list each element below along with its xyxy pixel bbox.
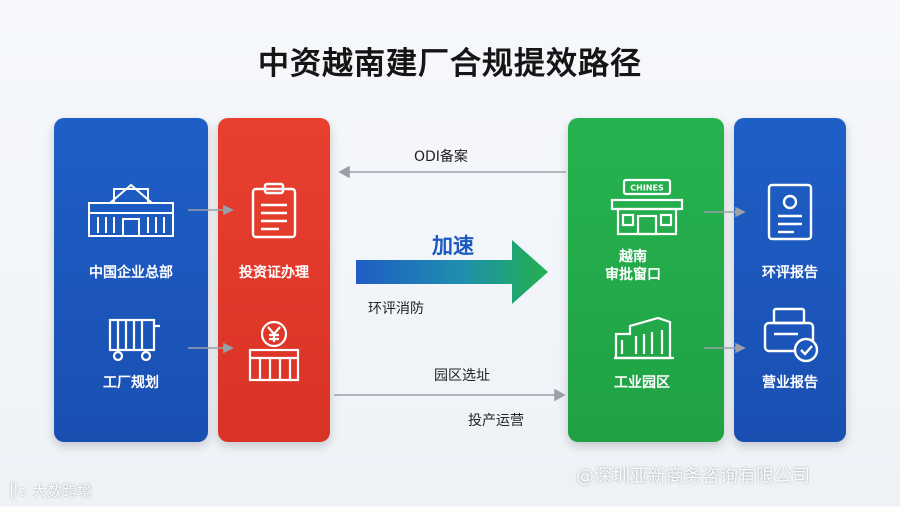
accelerate-arrow [356,240,548,304]
panel-china-headquarters [54,118,208,442]
label-vietnam-line2: 审批窗口 [605,267,661,283]
storefront-sign-text: CHINES [630,184,664,193]
flow-label-park-site: 园区选址 [434,368,490,384]
building-icon [88,183,174,237]
panel-vietnam-approval [568,118,724,442]
label-china-headquarters: 中国企业总部 [89,265,173,281]
small-arrow-factory-to-coin [188,342,234,354]
label-vietnam-line1: 越南 [619,249,647,265]
watermark-logo-icon: ᥫ᭡ [10,482,33,500]
odi-arrow [338,165,566,179]
storefront-icon: CHINES [610,178,684,236]
watermark-left-text: 大数跨境 [32,482,93,500]
clipboard-icon [251,182,297,239]
industrial-building-icon [614,316,674,360]
flow-label-operation: 投产运营 [468,413,524,429]
document-icon [767,183,813,241]
label-factory-planning: 工厂规划 [103,375,159,391]
panel-investment-certificate [218,118,330,442]
watermark-left: ᥫ᭡ 大数跨境 [10,480,92,507]
factory-cart-icon [108,318,160,362]
printer-check-icon [763,307,819,363]
watermark-right: @深圳亚新商务咨询有限公司 [576,466,810,487]
flow-label-odi: ODI备案 [414,149,468,165]
panel-reports [734,118,846,442]
label-investment-certificate: 投资证办理 [239,265,309,281]
label-eia-report: 环评报告 [762,265,818,281]
park-arrow [334,388,566,402]
label-industrial-park: 工业园区 [614,375,670,391]
flow-label-fire: 环评消防 [368,301,424,317]
small-arrow-window-to-eia [704,206,746,218]
small-arrow-hq-to-cert [188,204,234,216]
flow-label-accelerate: 加速 [432,234,474,258]
small-arrow-park-to-business [704,342,746,354]
label-business-report: 营业报告 [762,375,818,391]
diagram-title: 中资越南建厂合规提效路径 [258,46,642,82]
yuan-coin-box-icon [248,320,300,382]
